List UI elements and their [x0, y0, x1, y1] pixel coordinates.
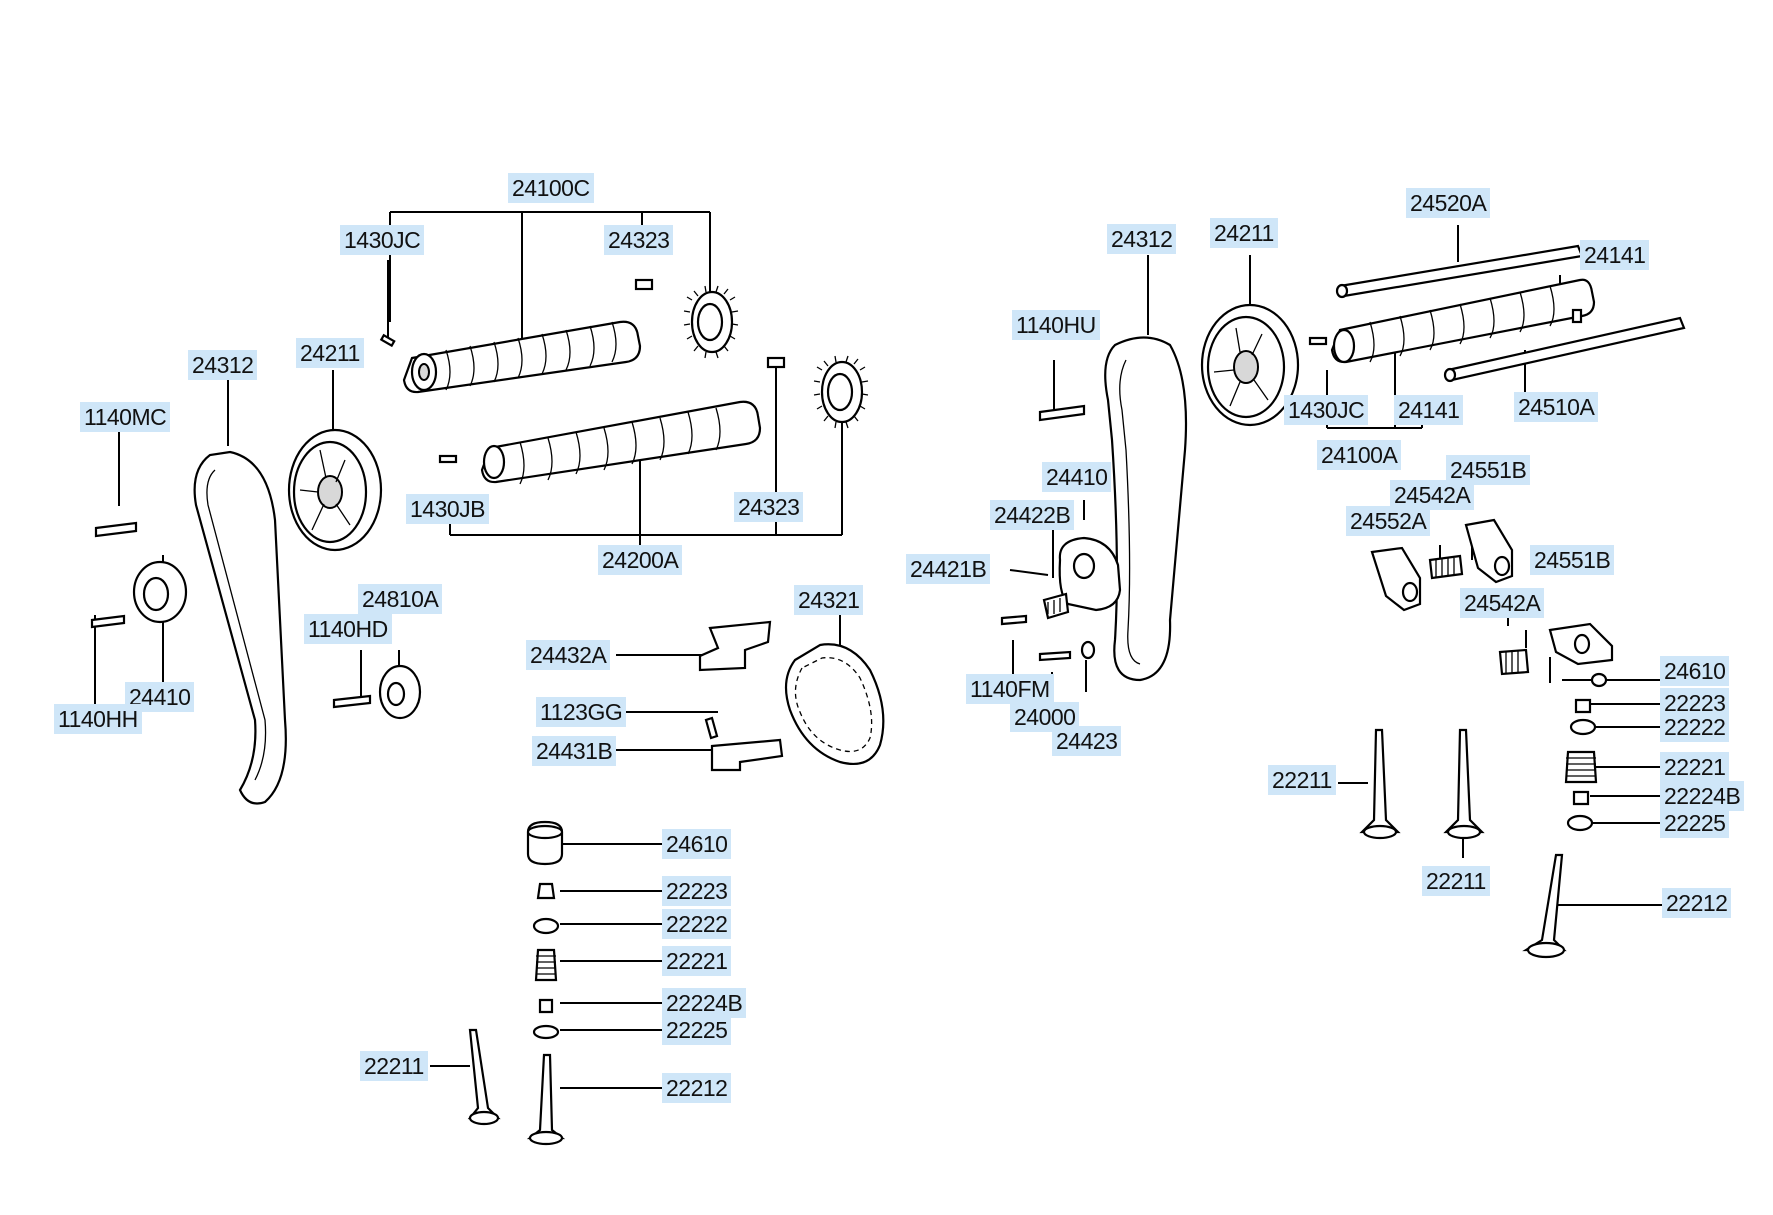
label-24323-lower[interactable]: 24323 — [734, 492, 804, 522]
label-24432A[interactable]: 24432A — [526, 640, 611, 670]
bolts-left-drawing — [90, 521, 719, 740]
label-24100A[interactable]: 24100A — [1317, 440, 1402, 470]
label-22224B-left[interactable]: 22224B — [662, 988, 747, 1018]
label-24410-right[interactable]: 24410 — [1042, 462, 1112, 492]
label-22212-right[interactable]: 22212 — [1662, 888, 1732, 918]
label-22221-left[interactable]: 22221 — [662, 946, 732, 976]
label-24100C[interactable]: 24100C — [508, 173, 594, 203]
label-22225-right[interactable]: 22225 — [1660, 808, 1730, 838]
label-22224B-right[interactable]: 22224B — [1660, 781, 1745, 811]
idler-pulley-left-drawing — [132, 560, 422, 720]
label-1430JB[interactable]: 1430JB — [406, 494, 490, 524]
label-22222-right[interactable]: 22222 — [1660, 712, 1730, 742]
timing-belt-right-drawing — [1104, 336, 1188, 682]
label-24141-top[interactable]: 24141 — [1580, 240, 1650, 270]
tensioner-right-drawing — [1042, 536, 1122, 620]
label-24000[interactable]: 24000 — [1010, 702, 1080, 732]
label-1430JC-right[interactable]: 1430JC — [1284, 395, 1369, 425]
label-1140HD[interactable]: 1140HD — [304, 614, 392, 644]
bracket-left-drawing — [698, 620, 784, 772]
valve-stack-left-drawing — [467, 820, 566, 1146]
label-22212-left[interactable]: 22212 — [662, 1073, 732, 1103]
label-22222-left[interactable]: 22222 — [662, 909, 732, 939]
rocker-shafts-drawing — [1335, 244, 1686, 383]
label-1140HU[interactable]: 1140HU — [1012, 310, 1100, 340]
label-24421B[interactable]: 24421B — [906, 554, 991, 584]
sprocket-lower-drawing — [813, 355, 869, 429]
label-24422B[interactable]: 24422B — [990, 500, 1075, 530]
cam-pulley-left-drawing — [287, 428, 383, 552]
label-1430JC-upper[interactable]: 1430JC — [340, 225, 425, 255]
bolts-right-drawing — [1000, 404, 1096, 662]
label-24312-right[interactable]: 24312 — [1107, 224, 1177, 254]
label-24423[interactable]: 24423 — [1052, 726, 1122, 756]
label-24211-left[interactable]: 24211 — [296, 338, 364, 368]
label-24610-left[interactable]: 24610 — [662, 829, 732, 859]
label-24552A[interactable]: 24552A — [1346, 506, 1431, 536]
camshaft-lower-drawing — [438, 356, 786, 485]
label-24510A[interactable]: 24510A — [1514, 392, 1599, 422]
cam-pulley-right-drawing — [1200, 303, 1300, 427]
label-1140FM[interactable]: 1140FM — [966, 674, 1054, 704]
label-24323-upper[interactable]: 24323 — [604, 225, 674, 255]
label-24312-left[interactable]: 24312 — [188, 350, 258, 380]
label-1123GG[interactable]: 1123GG — [536, 697, 627, 727]
label-24810A[interactable]: 24810A — [358, 584, 443, 614]
label-24431B[interactable]: 24431B — [532, 736, 617, 766]
label-24542A-upper[interactable]: 24542A — [1390, 480, 1475, 510]
label-22223-left[interactable]: 22223 — [662, 876, 732, 906]
label-24141-lower[interactable]: 24141 — [1394, 395, 1464, 425]
sprocket-upper-drawing — [683, 285, 739, 359]
label-24211-right[interactable]: 24211 — [1210, 218, 1278, 248]
valve-stack-right-drawing — [1359, 672, 1608, 959]
label-24551B-lower[interactable]: 24551B — [1530, 545, 1615, 575]
timing-chain-drawing — [784, 643, 885, 766]
label-22211-left[interactable]: 22211 — [360, 1051, 428, 1081]
label-22211-right-b[interactable]: 22211 — [1422, 866, 1490, 896]
label-24610-right[interactable]: 24610 — [1660, 656, 1730, 686]
label-24520A[interactable]: 24520A — [1406, 188, 1491, 218]
camshaft-upper-drawing — [379, 278, 654, 394]
rocker-arms-drawing — [1370, 518, 1614, 676]
label-24321[interactable]: 24321 — [794, 585, 864, 615]
label-1140HH[interactable]: 1140HH — [54, 704, 142, 734]
label-22211-right-a[interactable]: 22211 — [1268, 765, 1336, 795]
label-22221-right[interactable]: 22221 — [1660, 752, 1730, 782]
label-24200A[interactable]: 24200A — [598, 545, 683, 575]
label-24551B-upper[interactable]: 24551B — [1446, 455, 1531, 485]
camshaft-right-drawing — [1308, 278, 1596, 364]
timing-belt-left-drawing — [193, 450, 287, 805]
label-1140MC[interactable]: 1140MC — [80, 402, 171, 432]
label-22225-left[interactable]: 22225 — [662, 1015, 732, 1045]
label-24542A-lower[interactable]: 24542A — [1460, 588, 1545, 618]
